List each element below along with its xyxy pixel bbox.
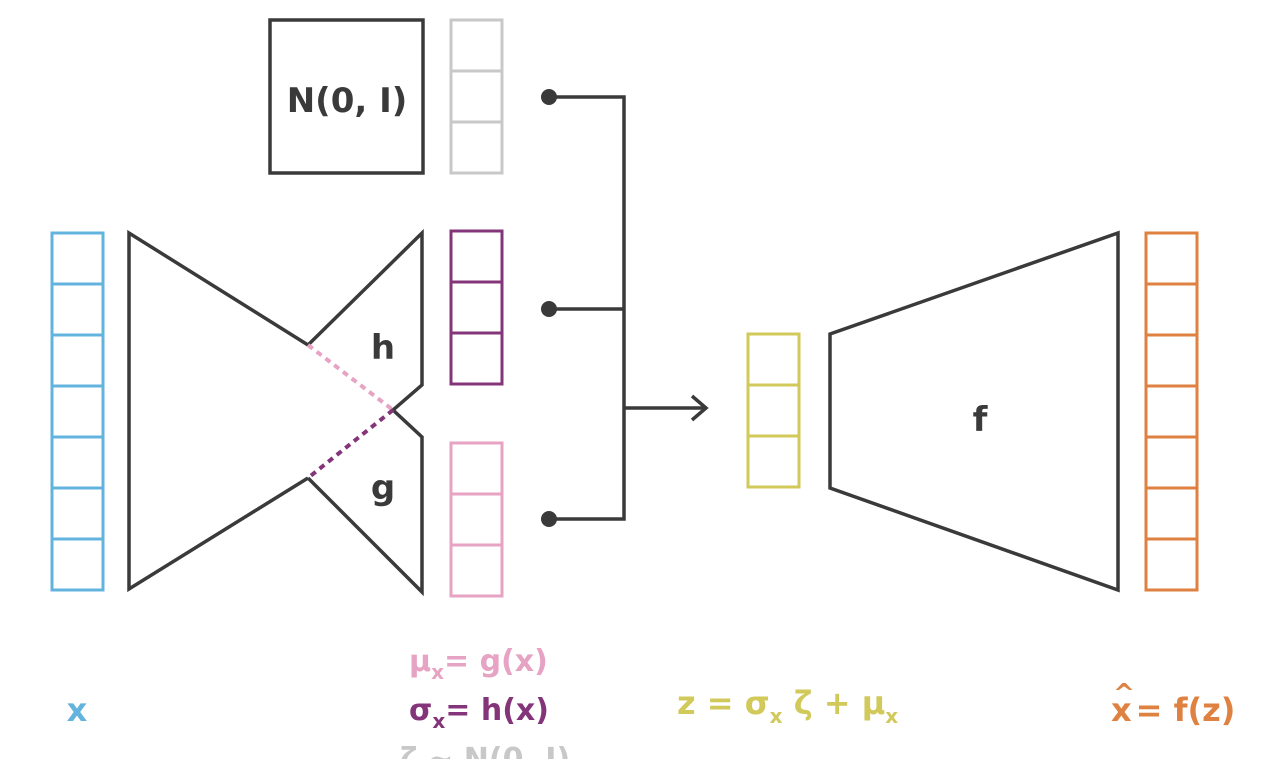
input-vector [50, 231, 105, 592]
x-label: x [67, 691, 88, 729]
combine-connector [549, 95, 709, 521]
mu-equation: μx= g(x) [409, 644, 548, 684]
xhat-hat: ^ [1113, 679, 1135, 709]
h-label: h [371, 328, 395, 368]
output-vector [1144, 231, 1199, 592]
xhat-equation: x= f(z) [1111, 691, 1235, 729]
mu-vector [449, 441, 504, 598]
decoder-block [828, 230, 1120, 593]
prior-label: N(0, I) [287, 81, 408, 121]
z-equation: z = σx ζ + μx [677, 684, 898, 728]
noise-vector [449, 18, 504, 175]
sigma-vector [449, 229, 504, 386]
prior-box [268, 18, 425, 175]
f-label: f [973, 400, 989, 440]
zeta-equation: ζ ~ N(0, I) [400, 742, 570, 759]
g-branch-dashed [306, 408, 395, 480]
h-branch-dashed [306, 343, 395, 412]
latent-vector [746, 332, 801, 489]
sigma-equation: σx= h(x) [409, 693, 549, 733]
sigma-dot [541, 301, 557, 317]
noise-dot [541, 89, 557, 105]
g-label: g [371, 468, 395, 508]
encoder-block [127, 228, 424, 597]
mu-dot [541, 511, 557, 527]
